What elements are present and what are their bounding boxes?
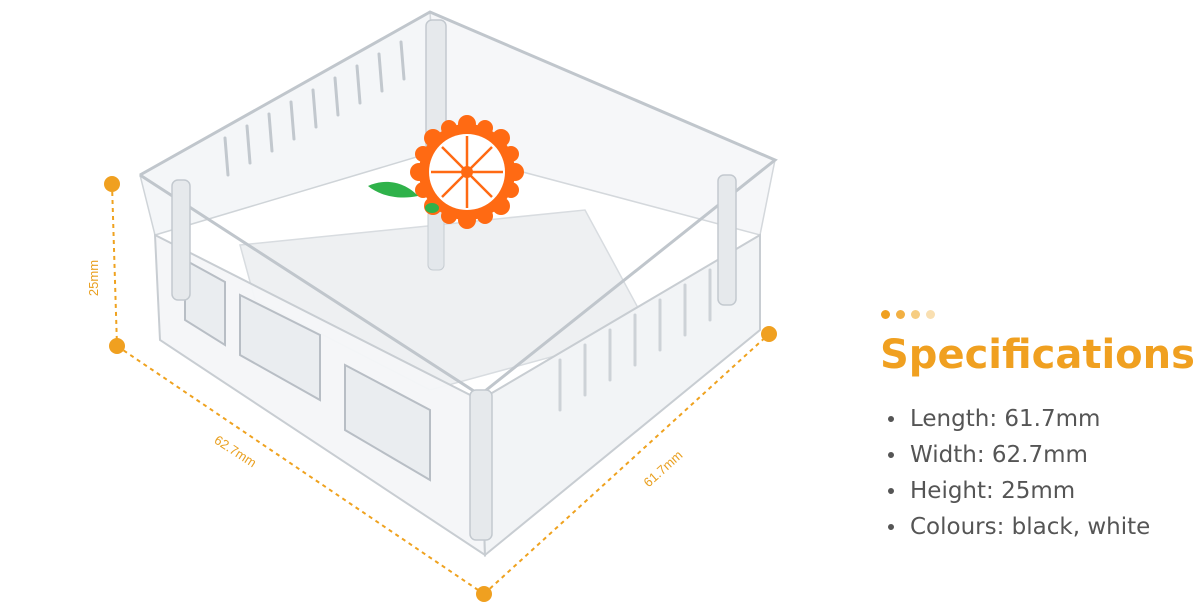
- length-dimension-label: 61.7mm: [641, 447, 686, 490]
- specifications-panel: Specifications Length: 61.7mm Width: 62.…: [880, 310, 1195, 545]
- height-dimension-line: [111, 183, 118, 347]
- spec-item-width: Width: 62.7mm: [888, 437, 1190, 473]
- decorative-dots: [881, 310, 1190, 319]
- length-dimension-line: [483, 333, 770, 595]
- decorative-dot: [881, 310, 890, 319]
- spec-item-label: Colours: black, white: [910, 514, 1151, 540]
- bullet-icon: [888, 452, 894, 458]
- case-top-rim: [139, 10, 778, 397]
- dimension-endpoints: [104, 176, 777, 602]
- decorative-dot: [896, 310, 905, 319]
- specifications-heading: Specifications: [880, 332, 1195, 378]
- case-side-vent-slots: [558, 268, 712, 412]
- dimension-endpoint: [104, 176, 120, 192]
- orange-logo: [410, 115, 524, 229]
- width-dimension-line: [116, 345, 485, 595]
- spec-item-label: Height: 25mm: [910, 478, 1076, 504]
- specifications-list: Length: 61.7mm Width: 62.7mm Height: 25m…: [888, 401, 1190, 545]
- decorative-dot: [926, 310, 935, 319]
- spec-item-height: Height: 25mm: [888, 473, 1190, 509]
- spec-item-label: Length: 61.7mm: [910, 406, 1101, 432]
- spec-item-length: Length: 61.7mm: [888, 401, 1190, 437]
- bullet-icon: [888, 524, 894, 530]
- bullet-icon: [888, 416, 894, 422]
- height-dimension-label: 25mm: [86, 260, 101, 296]
- leaf-icon: [368, 181, 439, 213]
- decorative-dot: [911, 310, 920, 319]
- spec-item-label: Width: 62.7mm: [910, 442, 1088, 468]
- dimension-endpoint: [476, 586, 492, 602]
- dimension-guides: [111, 183, 770, 595]
- case-corner-posts: [171, 19, 737, 541]
- clear-case: [139, 10, 778, 558]
- bullet-icon: [888, 488, 894, 494]
- spec-item-colours: Colours: black, white: [888, 509, 1190, 545]
- dimension-endpoint: [761, 326, 777, 342]
- case-vent-slots: [223, 40, 406, 177]
- dimension-endpoint: [109, 338, 125, 354]
